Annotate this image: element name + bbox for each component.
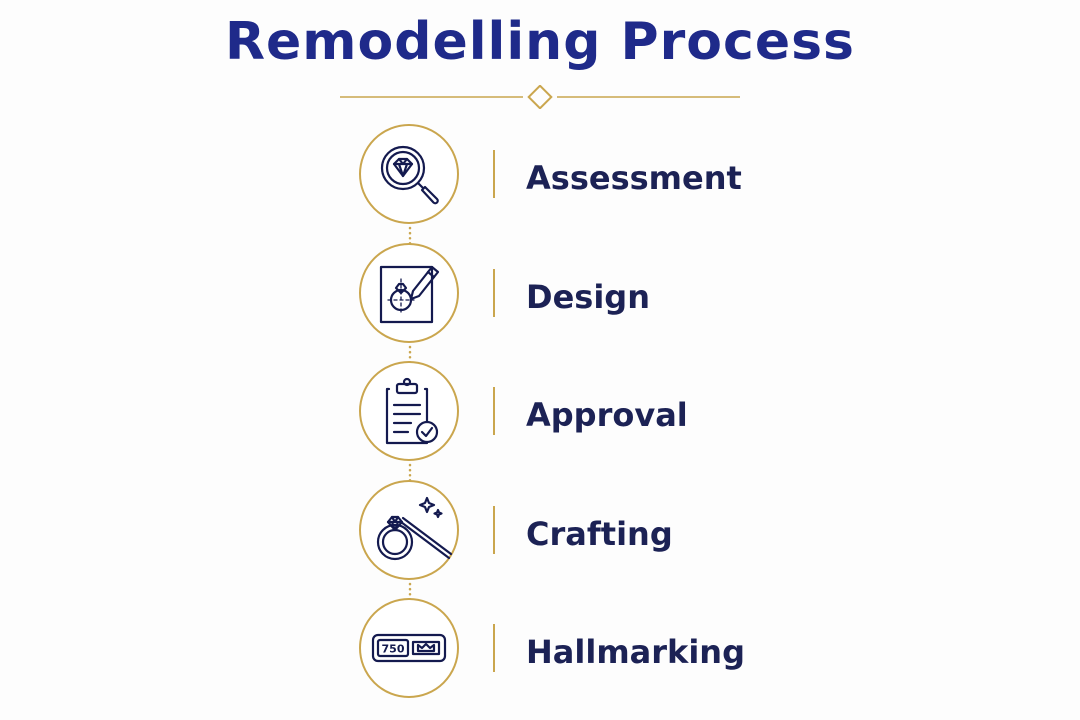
step-label-approval: Approval [526,396,688,434]
ring-sketch-pencil-icon [379,265,440,324]
step-divider [493,624,495,672]
step-connector [408,345,412,369]
step-approval-icon-circle [359,361,459,461]
step-connector [408,226,412,250]
step-divider [493,387,495,435]
step-divider [493,269,495,317]
step-crafting-icon-circle [359,480,459,580]
step-assessment-icon-circle [359,124,459,224]
step-label-hallmarking: Hallmarking [526,633,745,671]
step-label-design: Design [526,278,650,316]
diamond-ornament-icon [527,85,553,109]
hallmark-750-crown-icon: 750 [371,633,447,663]
step-label-crafting: Crafting [526,515,673,553]
step-connector [408,463,412,487]
step-label-assessment: Assessment [526,159,742,197]
step-divider [493,506,495,554]
diamond-magnifier-icon [380,145,439,205]
title-divider [340,85,740,109]
step-divider [493,150,495,198]
hallmark-purity-text: 750 [382,643,405,656]
clipboard-check-icon [385,377,439,445]
step-hallmarking-icon-circle: 750 [359,598,459,698]
step-design-icon-circle [359,243,459,343]
step-connector [408,582,412,606]
page-title: Remodelling Process [225,12,855,72]
ring-tweezers-sparkle-icon [376,496,453,561]
